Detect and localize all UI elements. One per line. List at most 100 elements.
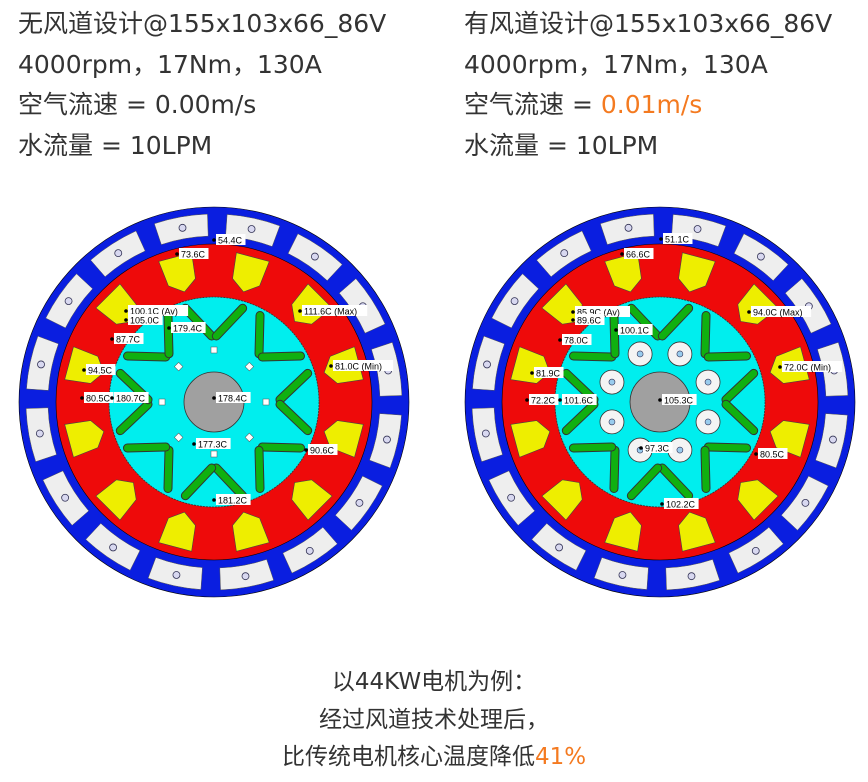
duct-center [676,446,684,454]
temperature-value: 85.9C (Av) [577,308,620,318]
rotor-vent-hole [158,398,166,406]
probe-dot [110,337,114,341]
temperature-value: 51.1C [665,235,690,245]
probe-dot [304,448,308,452]
temperature-probe-label: 51.1C [659,233,693,245]
duct-center [636,350,644,358]
temperature-probe-label: 102.2C [660,498,699,510]
permanent-magnet [276,369,312,404]
probe-dot [620,252,624,256]
permanent-magnet [164,311,173,358]
permanent-magnet [610,446,619,493]
probe-dot [212,396,216,400]
label-background [529,394,559,405]
bolt-hole-icon [560,249,569,258]
bolt-hole-icon [483,360,491,369]
bolt-hole-icon [383,435,391,444]
label-background [216,392,251,403]
label-background [171,322,206,333]
footer-line3-text: 比传统电机核心温度降低 [281,744,535,770]
winding-slot [737,479,779,521]
probe-dot [754,452,758,456]
bolt-hole-icon [247,225,256,233]
rotor-vent-hole [244,362,254,372]
label-background [216,234,246,245]
rotor-vent-hole [244,432,254,442]
winding-slot [604,511,642,552]
label-background [128,305,189,316]
footer-line1: 以44KW电机为例： [331,669,537,695]
temperature-value: 87.7C [116,335,141,345]
bolt-hole-icon [693,225,702,233]
permanent-magnet [212,304,247,340]
temperature-probe-label: 72.0C (Min) [778,361,843,373]
label-background [618,324,653,335]
temperature-value: 97.3C [645,444,670,454]
winding-slot [95,479,137,521]
footer-line2: 经过风道技术处理后， [319,706,549,733]
permanent-magnet [610,311,619,358]
label-background [664,498,699,509]
bolt-hole-icon [624,223,633,232]
probe-dot [558,398,562,402]
bolt-hole-icon [61,493,70,502]
bolt-hole-icon [64,297,73,306]
permanent-magnet [569,352,616,361]
permanent-magnet [704,443,751,452]
temperature-value: 73.6C [181,250,206,260]
permanent-magnet [722,369,758,404]
label-background [308,444,338,455]
temperature-probe-label: 80.5C [754,448,788,460]
label-background [333,360,394,371]
air-speed-label: 空气流速 = [464,90,601,119]
label-background [534,367,564,378]
left-water-flow: 水流量 = 10LPM [18,130,213,160]
label-background [562,334,592,345]
temperature-probe-label: 54.4C [212,234,246,246]
bolt-hole-icon [687,572,696,581]
temperature-probe-label: 105.3C [658,394,697,406]
left-title: 无风道设计@155x103x66_86V [18,9,387,38]
probe-dot [558,338,562,342]
temperature-value: 100.1C (Av) [130,307,178,317]
duct-center [608,418,616,426]
bolt-hole-icon [35,429,44,438]
right-title: 有风道设计@155x103x66_86V [464,9,833,38]
permanent-magnet [181,464,216,500]
label-background [216,494,251,505]
rotor-vent-hole [262,398,270,406]
bolt-hole-icon [801,498,810,507]
permanent-magnet [627,464,662,500]
temperature-probe-label: 111.6C (Max) [298,305,368,317]
duct-center [608,378,616,386]
permanent-magnet [123,352,170,361]
temperature-value: 89.6C [577,316,602,326]
bolt-hole-icon [37,360,45,369]
bolt-hole-icon [178,223,187,232]
label-background [179,248,209,259]
winding-slot [158,511,196,552]
temperature-value: 181.2C [218,496,248,506]
probe-dot [298,309,302,313]
temperature-value: 101.6C [564,396,594,406]
winding-slot [510,420,551,458]
temperature-value: 177.3C [198,440,228,450]
label-background [643,442,673,453]
bolt-hole-icon [756,252,765,261]
permanent-magnet [164,446,173,493]
temperature-value: 179.4C [173,324,203,334]
left-condition: 4000rpm，17Nm，130A [18,49,322,79]
label-background [662,394,697,405]
temperature-value: 111.6C (Max) [304,307,357,317]
temperature-probe-label: 181.2C [212,494,251,506]
winding-slot [678,511,716,552]
bolt-hole-icon [241,572,250,581]
probe-dot [614,328,618,332]
probe-dot [110,396,114,400]
temperature-value: 94.5C [88,366,113,376]
temperature-probe-label: 105.0C [124,314,163,326]
probe-dot [124,318,128,322]
duct-center [676,350,684,358]
